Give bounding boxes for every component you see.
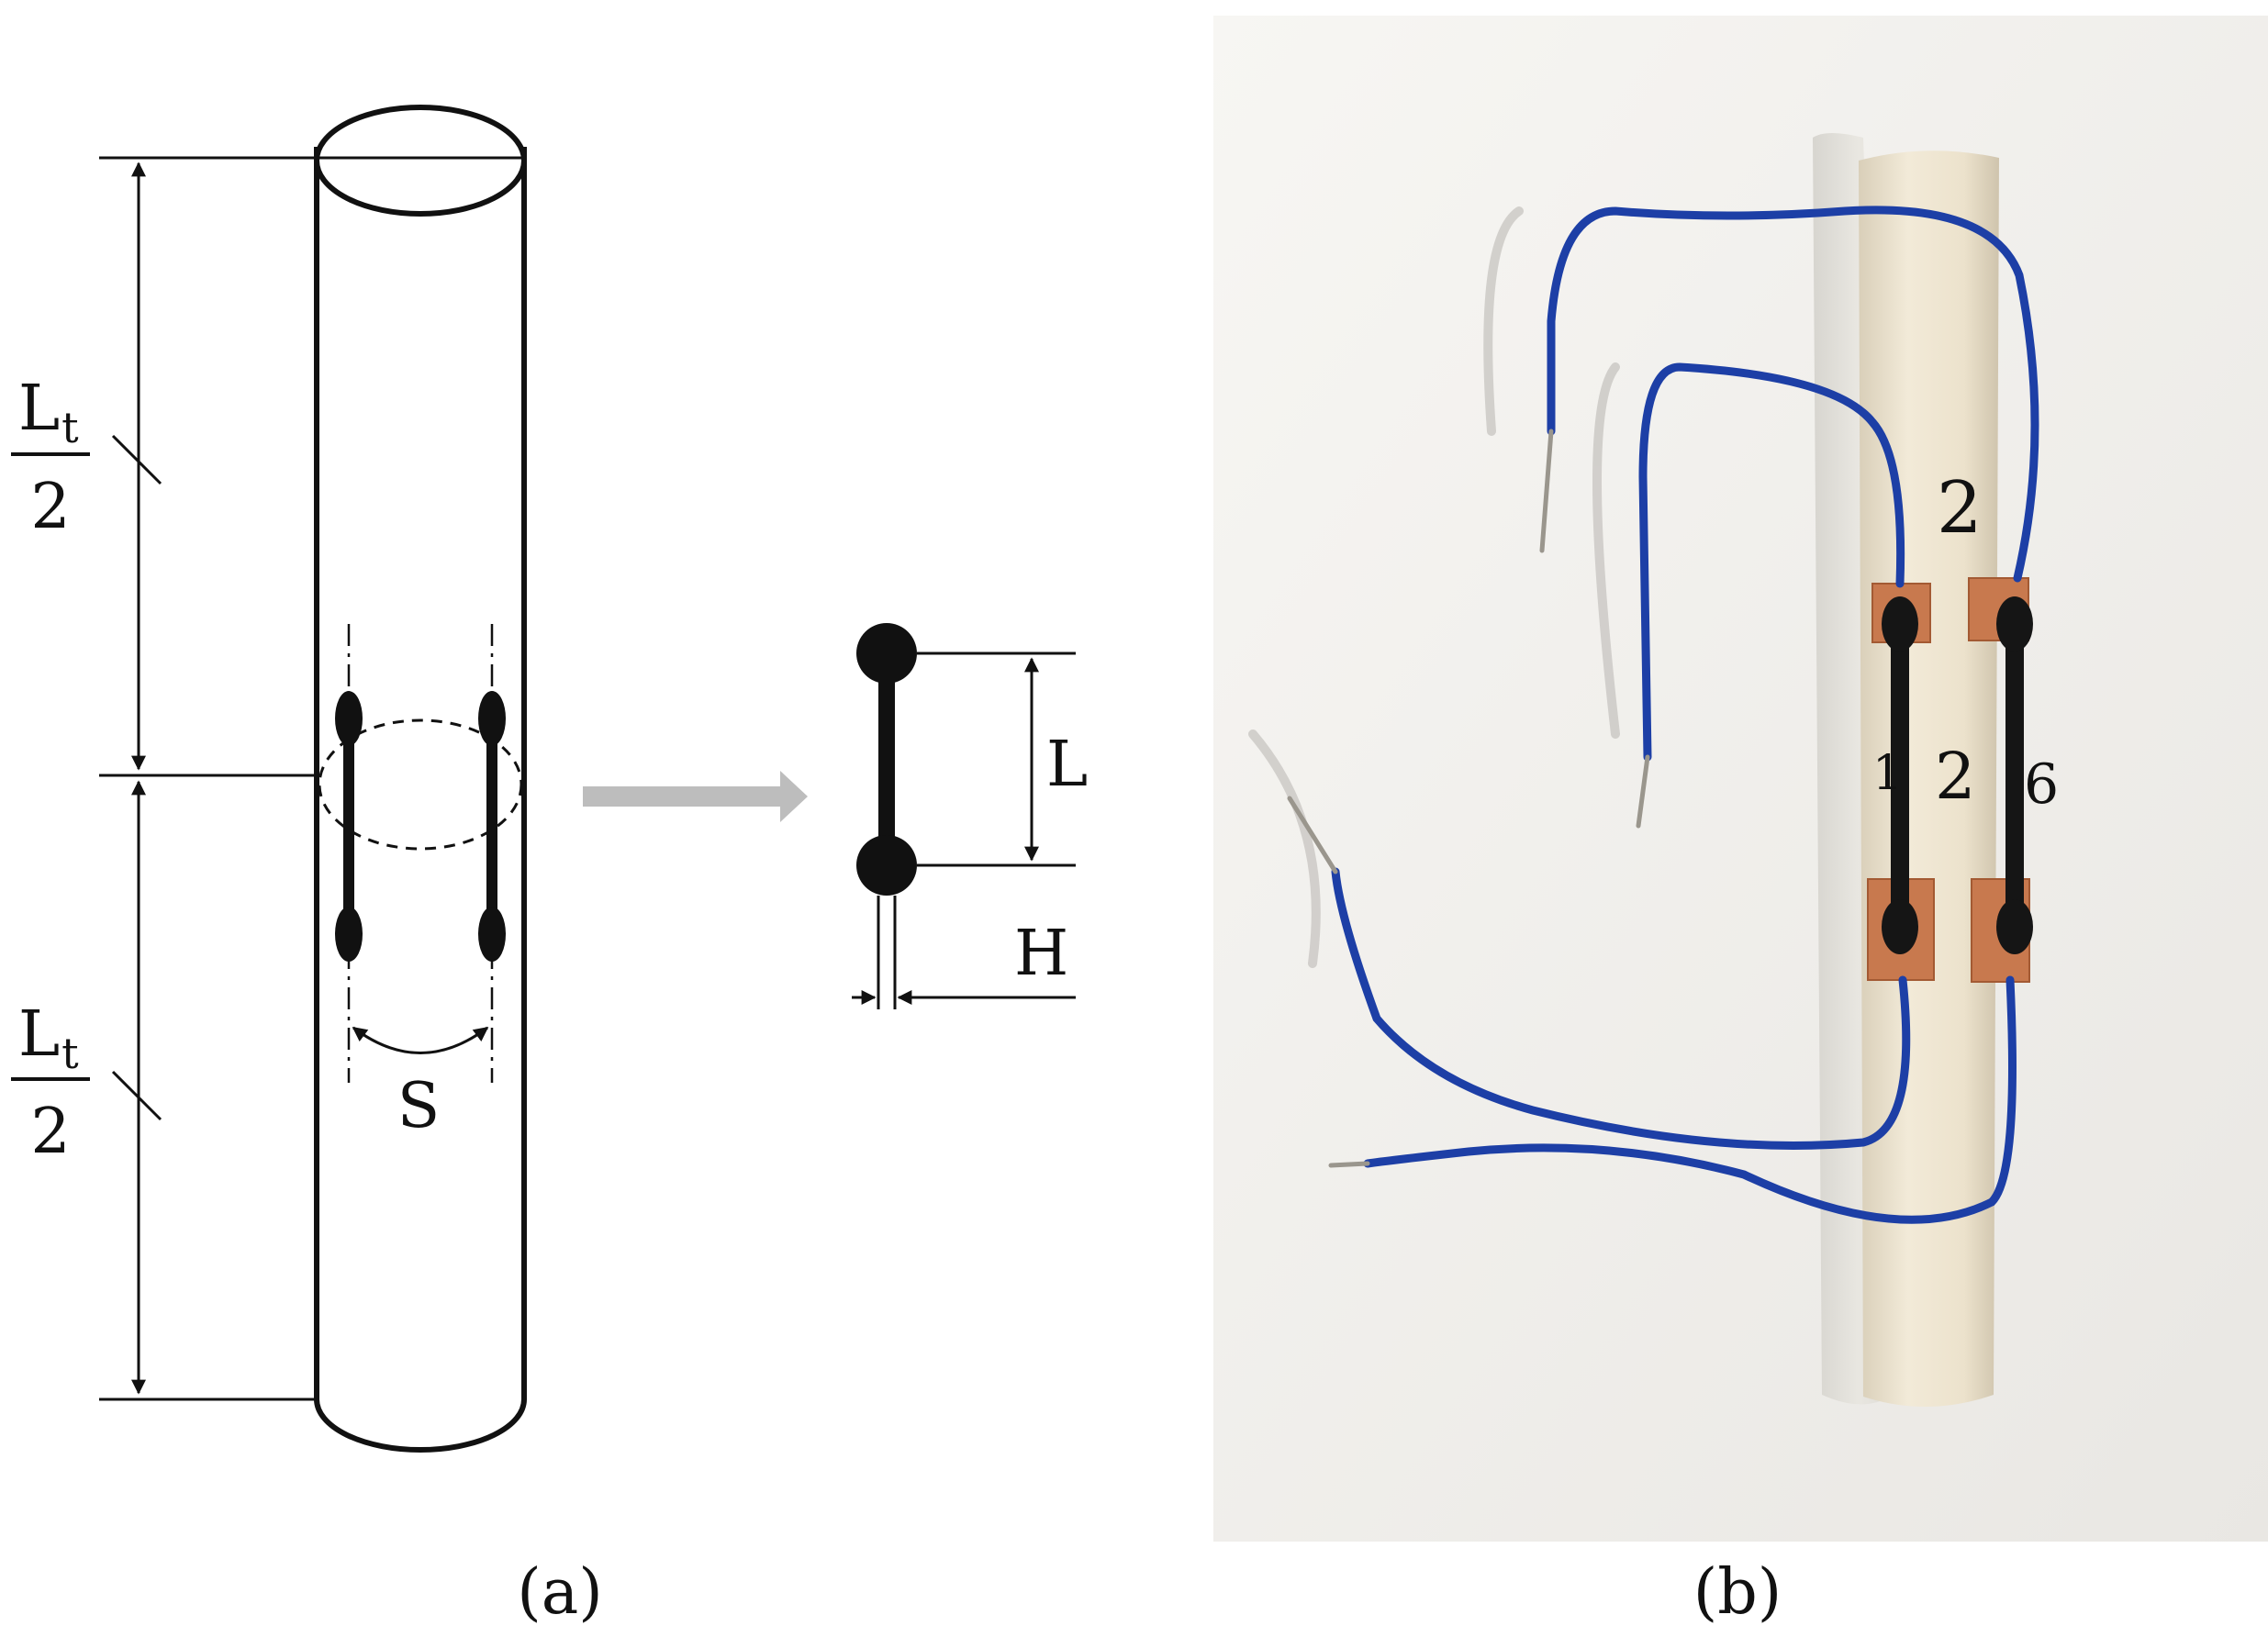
spacing-label: S <box>397 1070 441 1142</box>
svg-text:2: 2 <box>1937 467 1983 550</box>
svg-text:Lt: Lt <box>18 373 79 452</box>
cylinder <box>314 105 527 1453</box>
dimension-lines <box>99 156 524 1401</box>
panel-b-photo: 2 2 6 1 (b) <box>1213 16 2268 1629</box>
caption-b: (b) <box>1693 1556 1782 1629</box>
svg-text:2: 2 <box>30 1096 70 1168</box>
svg-text:2: 2 <box>1935 739 1976 814</box>
wire-shadows <box>1248 206 1620 968</box>
svg-text:Lt: Lt <box>18 998 79 1078</box>
spacing-dimension: S <box>352 1026 489 1142</box>
half-length-label-upper: Lt 2 <box>11 373 90 543</box>
paper-background <box>1213 16 2268 1542</box>
svg-text:2: 2 <box>30 471 70 543</box>
caption-a: (a) <box>517 1556 603 1629</box>
printed-sensors <box>1891 615 2024 936</box>
blue-wires <box>1331 206 2039 1224</box>
length-label: L <box>1046 729 1088 801</box>
svg-text:6: 6 <box>2024 752 2059 817</box>
handwritten-marks: 2 2 6 1 <box>1872 467 2059 817</box>
strain-sensor-left <box>335 691 363 962</box>
sensor-ring <box>318 718 523 851</box>
wire-ends <box>1287 429 1650 1168</box>
detail-arrow <box>583 771 808 822</box>
panel-a: Lt 2 Lt 2 <box>11 105 1088 1629</box>
strain-sensor-right <box>478 691 506 962</box>
sensor-centerlines <box>347 624 494 1083</box>
sensor-blobs <box>1882 596 2033 954</box>
half-length-label-lower: Lt 2 <box>11 998 90 1168</box>
sensor-detail: L H <box>852 623 1088 1009</box>
width-label: H <box>1014 918 1068 990</box>
svg-text:1: 1 <box>1872 746 1903 801</box>
